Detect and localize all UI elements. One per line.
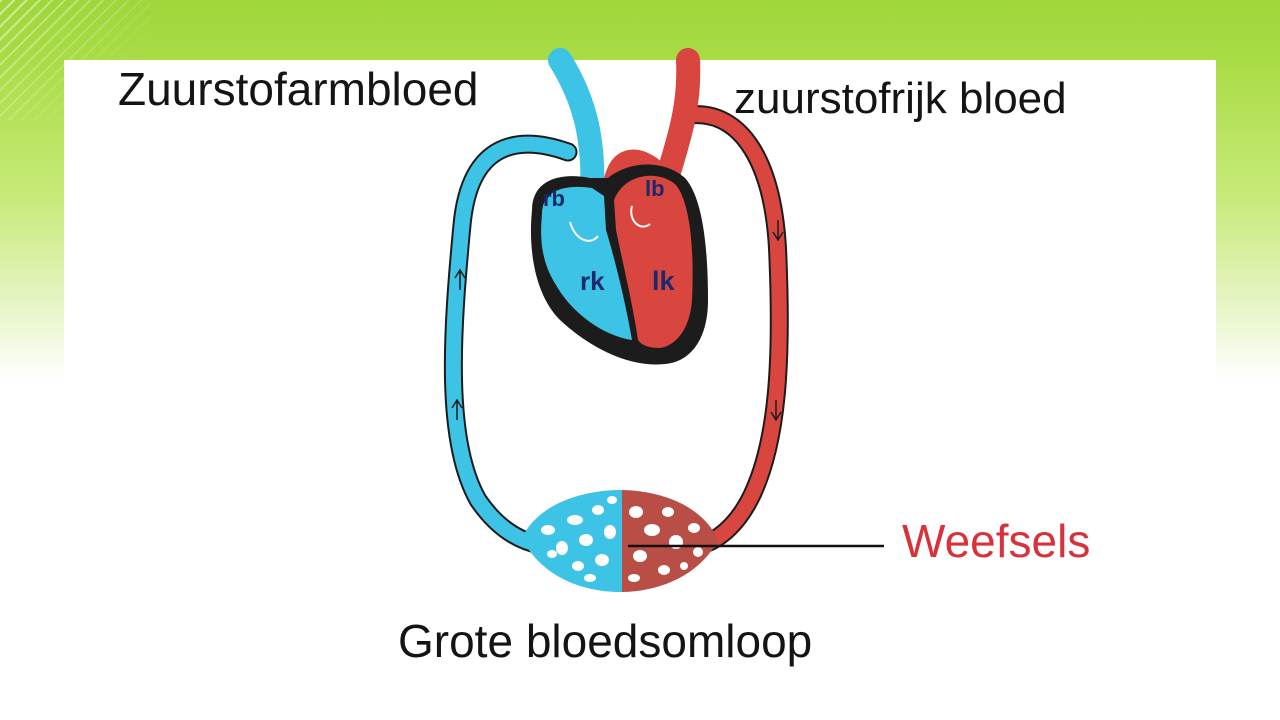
label-right-ventricle: rk xyxy=(580,266,605,296)
oxygenated-outflow-vessel xyxy=(656,48,701,187)
red-loop-arrow xyxy=(772,220,784,242)
label-systemic-circulation: Grote bloedsomloop xyxy=(398,615,813,667)
red-loop-arrow-lower xyxy=(770,400,782,422)
label-oxygenated-blood: zuurstofrijk bloed xyxy=(734,74,1067,123)
label-left-atrium: lb xyxy=(645,176,665,201)
blue-loop-arrow-lower xyxy=(451,398,463,420)
right-heart-chambers xyxy=(541,186,632,340)
blue-loop-arrow xyxy=(454,268,466,290)
right-heart-flow-arrow xyxy=(569,221,599,242)
label-left-ventricle: lk xyxy=(652,266,675,296)
label-deoxygenated-blood: Zuurstofarmbloed xyxy=(118,63,479,115)
left-heart-flow-arrow xyxy=(630,205,651,228)
capillary-bed xyxy=(522,490,718,592)
label-right-atrium: rb xyxy=(543,186,565,211)
label-tissues: Weefsels xyxy=(902,515,1091,567)
